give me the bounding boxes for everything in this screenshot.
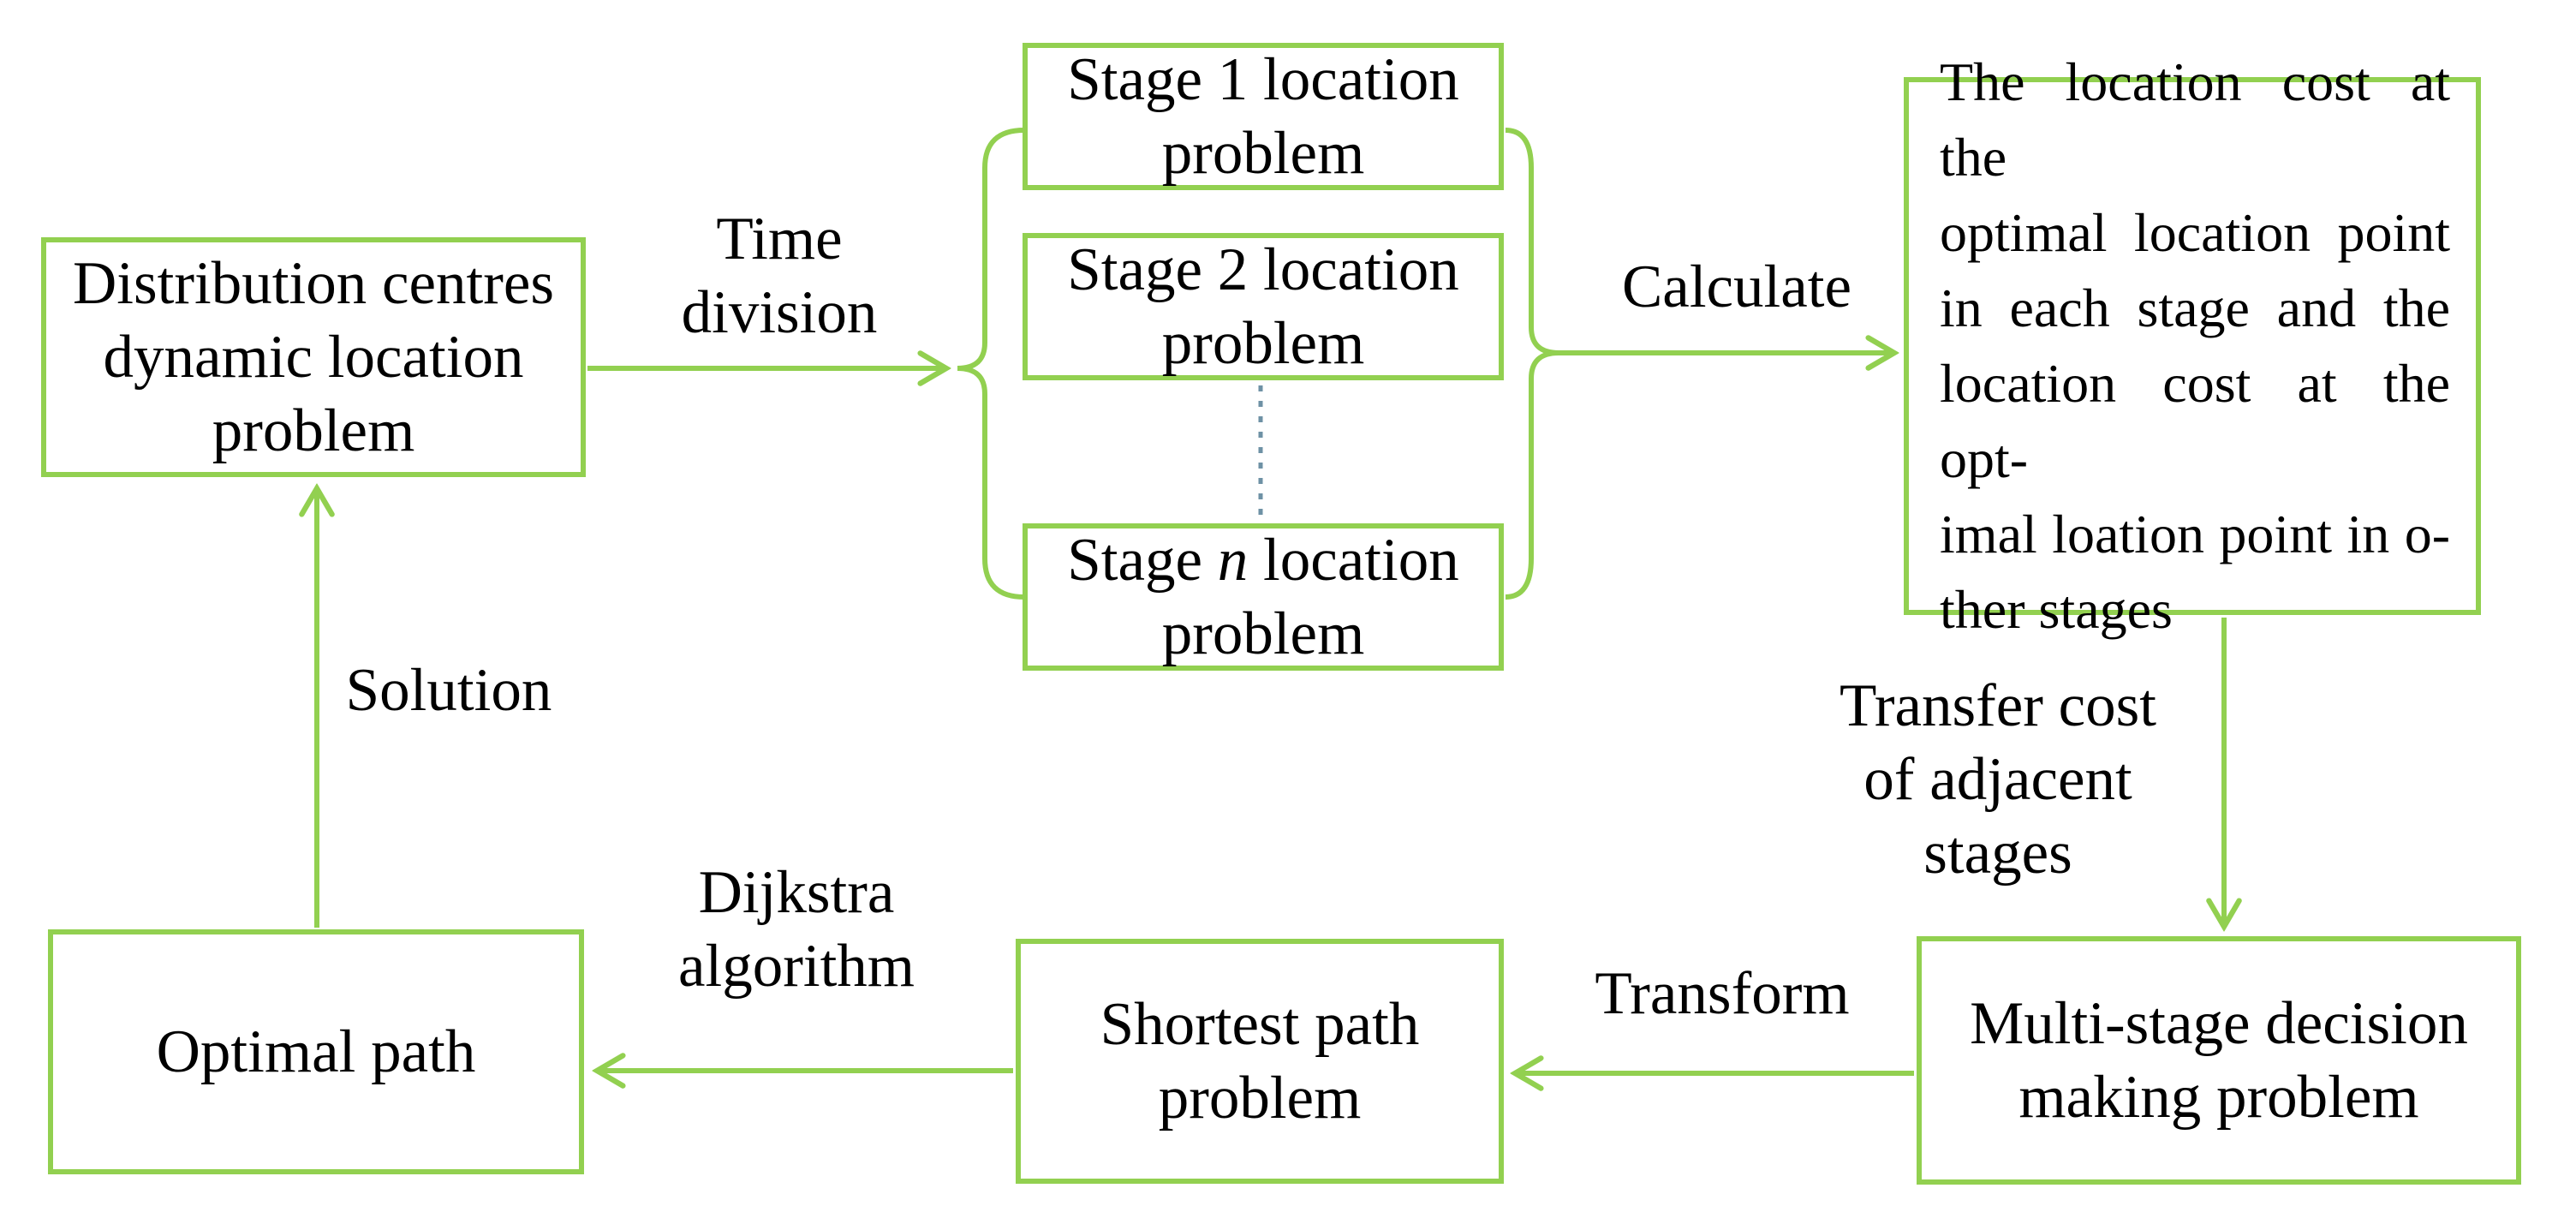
text-line: making problem — [2018, 1064, 2419, 1131]
text-line: Time — [716, 206, 843, 272]
text-line: problem — [1161, 310, 1365, 377]
text-line: stages — [1923, 820, 2072, 887]
optimal-path-box: Optimal path — [48, 929, 584, 1174]
right-brace — [1505, 128, 1559, 600]
text-line: problem — [1161, 600, 1365, 667]
text-line: Transfer cost — [1839, 672, 2157, 739]
text-line: problem — [212, 397, 415, 464]
stage2-box: Stage 2 location problem — [1023, 233, 1504, 380]
text-line: problem — [1158, 1065, 1362, 1131]
text-line: problem — [1161, 120, 1365, 187]
text-line: Multi-stage decision — [1970, 990, 2468, 1057]
label-solution: Solution — [345, 657, 552, 724]
location-cost-box: The location cost at the optimal locatio… — [1904, 51, 2481, 640]
text-line: Stage 1 location — [1067, 46, 1459, 113]
text-line: Stage n location — [1067, 527, 1459, 594]
text-line: algorithm — [677, 933, 915, 1000]
text-line: location cost at the opt- — [1940, 353, 2450, 489]
text-line: Shortest path — [1100, 991, 1420, 1058]
text-line: ther stages — [1940, 579, 2173, 640]
left-brace — [957, 128, 1025, 600]
label-calculate: Calculate — [1621, 254, 1852, 320]
stage-n-box: Stage n location problem — [1023, 523, 1504, 671]
label-time-division: Time division — [682, 202, 878, 349]
text-line: division — [681, 279, 878, 346]
multi-stage-box: Multi-stage decision making problem — [1917, 936, 2521, 1185]
text-line: imal loation point in o- — [1940, 504, 2450, 564]
text-line: Optimal path — [156, 1018, 476, 1085]
text-line: The location cost at the — [1940, 51, 2450, 188]
label-dijkstra: Dijkstra algorithm — [678, 856, 915, 1003]
text-line: Distribution centres — [73, 250, 554, 317]
shortest-path-box: Shortest path problem — [1016, 939, 1504, 1184]
distribution-box: Distribution centres dynamic location pr… — [41, 237, 586, 477]
text-line: dynamic location — [103, 324, 524, 391]
label-transform: Transform — [1595, 960, 1850, 1027]
text-line: Stage 2 location — [1067, 236, 1459, 303]
text-line: of adjacent — [1863, 746, 2132, 813]
label-transfer-cost: Transfer cost of adjacent stages — [1840, 669, 2156, 890]
stage1-box: Stage 1 location problem — [1023, 43, 1504, 190]
text-line: Dijkstra — [698, 859, 895, 926]
text-line: in each stage and the — [1940, 278, 2450, 338]
text-line: optimal location point — [1940, 202, 2450, 263]
